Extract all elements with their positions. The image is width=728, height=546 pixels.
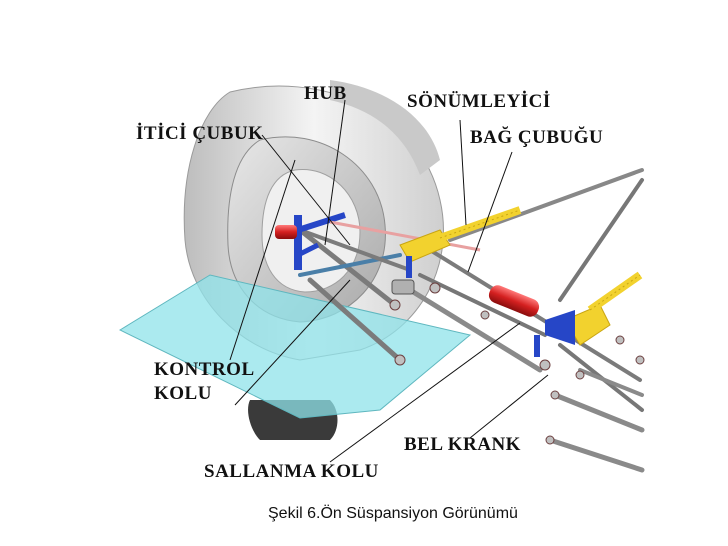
- damper-right: [488, 271, 643, 357]
- ground-plane: [118, 274, 472, 419]
- damper: [329, 206, 522, 295]
- tyre-top-shell: [330, 80, 440, 175]
- tyre-rim: [261, 168, 361, 293]
- itici-cubuk-label: İTİCİ ÇUBUK: [136, 123, 264, 144]
- rods: [297, 168, 645, 473]
- leader-lines: [229, 99, 549, 463]
- figure-caption: Şekil 6.Ön Süspansiyon Görünümü: [268, 505, 518, 522]
- hub-label: HUB: [304, 83, 347, 104]
- kontrol-kolu-line2: KOLU: [154, 382, 212, 404]
- kontrol-kolu-label: KONTROL KOLU: [154, 358, 255, 406]
- bel-krank-label: BEL KRANK: [404, 434, 521, 455]
- sallanma-kolu-label: SALLANMA KOLU: [204, 461, 379, 482]
- kontrol-kolu-line1: KONTROL: [154, 359, 255, 380]
- bag-cubugu-label: BAĞ ÇUBUĞU: [470, 127, 604, 148]
- joints: [389, 282, 645, 445]
- upright: [275, 212, 346, 270]
- sonumleyici-label: SÖNÜMLEYİCİ: [407, 91, 551, 112]
